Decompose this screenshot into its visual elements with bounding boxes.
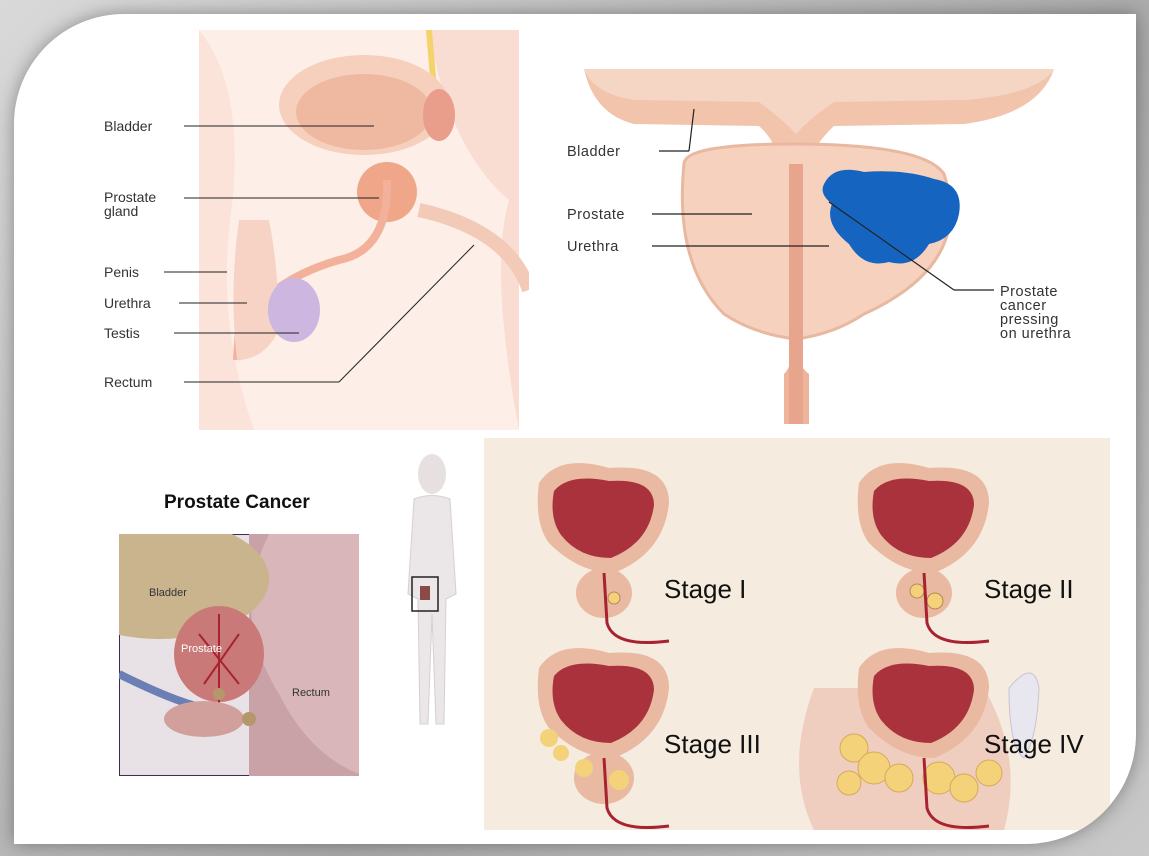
label-prostate-2: Prostate (567, 207, 625, 223)
stage-i-label: Stage I (664, 574, 746, 604)
stages-panel: Stage I Stage II Stage III Stage IV (484, 438, 1110, 830)
prostate-cancer-inset: Bladder Prostate Rectum (119, 534, 359, 776)
inset-label-prostate: Prostate (181, 643, 222, 655)
label-gland: gland (104, 203, 138, 219)
inset-label-rectum: Rectum (292, 687, 330, 699)
anatomy-labels: Bladder Prostate gland Penis Urethra Tes… (89, 30, 529, 430)
content-card: Bladder Prostate gland Penis Urethra Tes… (14, 14, 1136, 844)
label-penis: Penis (104, 264, 139, 280)
prostate-cancer-title: Prostate Cancer (164, 492, 364, 514)
inset-label-bladder: Bladder (149, 587, 187, 599)
human-figure (394, 444, 474, 734)
label-bladder: Bladder (104, 118, 153, 134)
label-urethra-2: Urethra (567, 239, 619, 255)
label-rectum: Rectum (104, 374, 152, 390)
stage-iii-label: Stage III (664, 729, 761, 759)
label-testis: Testis (104, 325, 140, 341)
label-bladder-2: Bladder (567, 144, 620, 160)
label-cancer-4: on urethra (1000, 326, 1072, 342)
stage-ii-label: Stage II (984, 574, 1074, 604)
cancer-pressing-diagram: Bladder Prostate Urethra Prostate cancer… (534, 64, 1134, 424)
label-urethra: Urethra (104, 295, 151, 311)
stage-iv-label: Stage IV (984, 729, 1084, 759)
